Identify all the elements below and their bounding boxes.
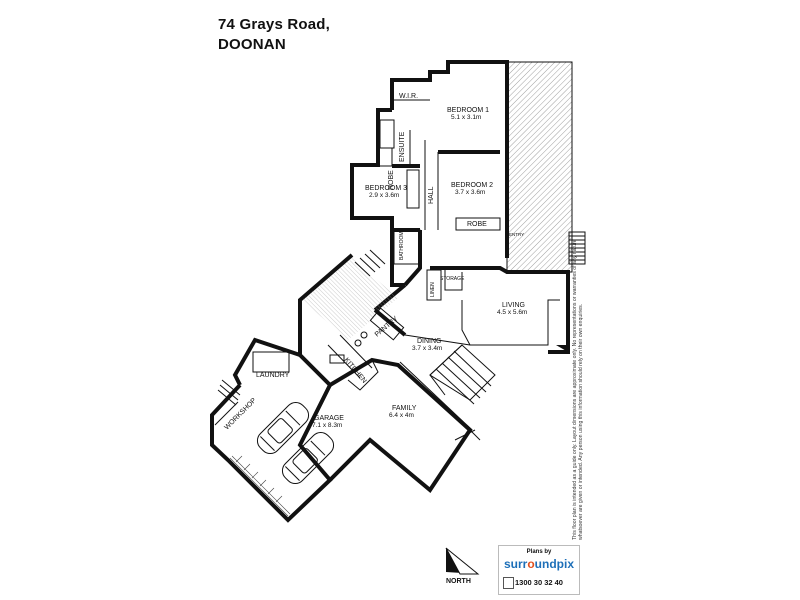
corridor-hatch — [302, 258, 398, 340]
garage-walls — [210, 383, 333, 523]
living-walls — [430, 266, 570, 354]
laundry-walls — [232, 337, 301, 386]
family-walls — [328, 357, 473, 493]
hall-label: HALL — [428, 186, 435, 204]
north-arrow-icon — [445, 547, 480, 575]
family-size: 6.4 x 4m — [389, 412, 414, 419]
kitchen-label: KITCHEN — [342, 357, 367, 385]
bedroom1-label: BEDROOM 1 — [447, 107, 489, 114]
family-label: FAMILY — [392, 405, 417, 412]
wir-label: W.I.R. — [399, 93, 418, 100]
dining-size: 3.7 x 3.4m — [412, 345, 442, 352]
robe-label-bedroom2: ROBE — [467, 221, 487, 228]
bathroom-label: BATHROOM — [399, 231, 405, 260]
garage-size: 7.1 x 8.3m — [312, 422, 342, 429]
bedroom3-size: 2.9 x 3.6m — [369, 192, 399, 199]
address-line-suburb: DOONAN — [218, 36, 286, 53]
north-label: NORTH — [446, 578, 471, 585]
bedroom3-label: BEDROOM 3 — [365, 185, 407, 192]
living-size: 4.5 x 5.6m — [497, 309, 527, 316]
ensuite-label: ENSUITE — [399, 131, 406, 162]
bedroom2-label: BEDROOM 2 — [451, 182, 493, 189]
phone-number: 1300 30 32 40 — [515, 578, 563, 587]
bedroom-wing-walls — [390, 60, 509, 258]
plans-by-text: Plans by — [526, 549, 552, 555]
bedroom1-size: 5.1 x 3.1m — [451, 114, 481, 121]
family-steps — [429, 344, 496, 405]
floorplan-mini-icon — [503, 577, 514, 589]
garage-label: GARAGE — [314, 415, 344, 422]
laundry-label: LAUNDRY — [256, 372, 290, 379]
disclaimer-line-2: whatsoever are given or intended. Any pe… — [578, 303, 584, 540]
robe-label-bedroom3: ROBE — [388, 170, 395, 190]
car-icon — [281, 431, 335, 485]
linen-label: LINEN — [430, 282, 436, 297]
plans-by-logo: Plans by surroundpix 1300 30 32 40 — [498, 545, 580, 595]
car-icon — [256, 401, 310, 455]
living-label: LIVING — [502, 302, 525, 309]
deck-area — [506, 61, 573, 273]
entry-label: ENTRY — [509, 232, 524, 237]
dining-label: DINING — [417, 338, 442, 345]
storage-label: STORAGE — [440, 276, 465, 282]
bedroom2-size: 3.7 x 3.6m — [455, 189, 485, 196]
workshop-label: WORKSHOP — [223, 397, 258, 432]
deck-steps — [568, 231, 586, 265]
disclaimer: This floor plan is intended as a guide o… — [572, 239, 584, 540]
address-line-street: 74 Grays Road, — [218, 16, 331, 33]
brand-name: surroundpix — [503, 557, 574, 571]
spine-walls — [298, 253, 354, 320]
